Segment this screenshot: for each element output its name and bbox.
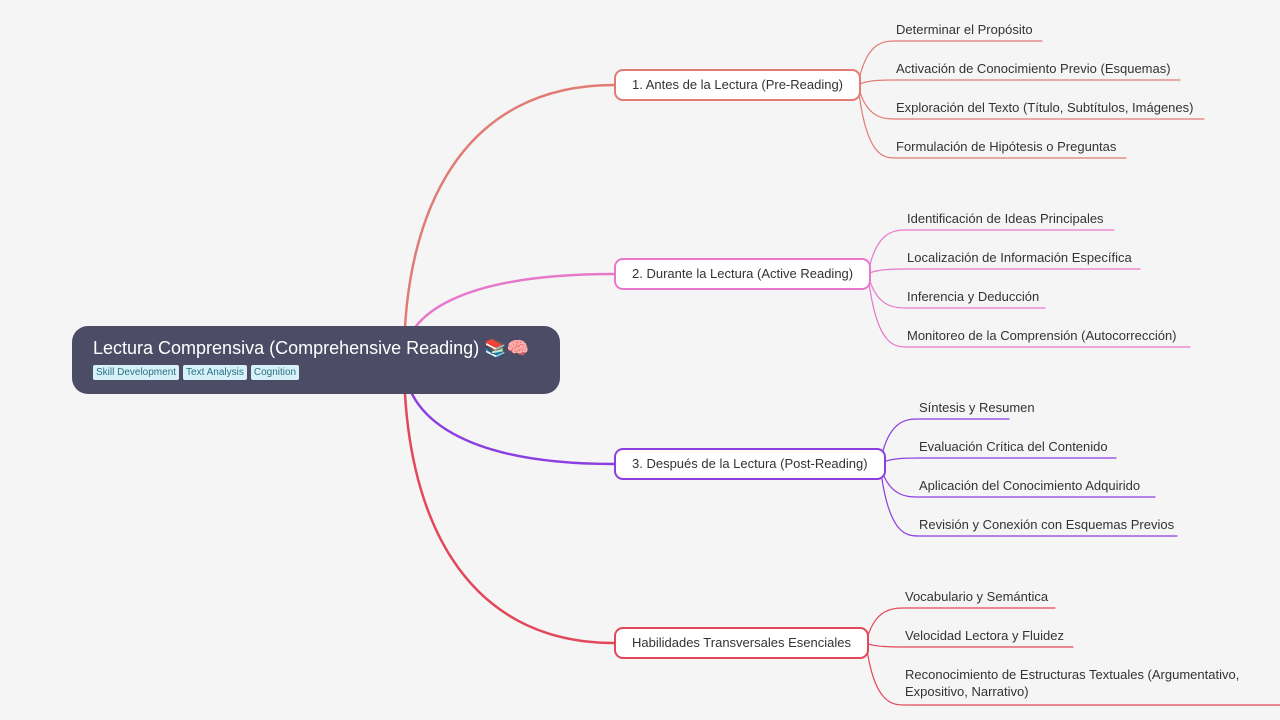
- books-icon: 📚: [484, 338, 507, 358]
- branch-durante-la-lectura[interactable]: 2. Durante la Lectura (Active Reading): [614, 258, 872, 290]
- connector-branch-4-leaf-1: [865, 607, 1056, 644]
- leaf-exploracion-texto[interactable]: Exploración del Texto (Título, Subtítulo…: [896, 100, 1194, 115]
- connector-branch-2-leaf-2: [867, 268, 1141, 275]
- root-title: Lectura Comprensiva (Comprehensive Readi…: [93, 336, 539, 360]
- connector-branch-2-leaf-1: [867, 229, 1115, 275]
- connector-branch-1-leaf-4: [857, 84, 1127, 159]
- connector-root-to-branch-4: [402, 358, 616, 645]
- root-title-text: Lectura Comprensiva (Comprehensive Readi…: [93, 338, 480, 358]
- leaf-vocabulario-semantica[interactable]: Vocabulario y Semántica: [905, 589, 1049, 604]
- connector-branch-1-leaf-2: [857, 79, 1181, 86]
- connector-branch-2-leaf-3: [867, 273, 1046, 309]
- leaf-activacion-conocimiento[interactable]: Activación de Conocimiento Previo (Esque…: [896, 61, 1171, 76]
- leaf-formulacion-hipotesis[interactable]: Formulación de Hipótesis o Preguntas: [896, 139, 1117, 154]
- connector-root-to-branch-1: [402, 83, 616, 362]
- leaf-determinar-proposito[interactable]: Determinar el Propósito: [896, 22, 1033, 37]
- leaf-revision-conexion[interactable]: Revisión y Conexión con Esquemas Previos: [919, 517, 1175, 532]
- leaf-inferencia-deduccion[interactable]: Inferencia y Deducción: [907, 289, 1040, 304]
- leaf-aplicacion-conocimiento[interactable]: Aplicación del Conocimiento Adquirido: [919, 478, 1141, 493]
- branch-antes-de-la-lectura[interactable]: 1. Antes de la Lectura (Pre-Reading): [614, 69, 862, 101]
- root-tags: Skill Development Text Analysis Cognitio…: [93, 365, 539, 380]
- brain-icon: 🧠: [506, 338, 530, 358]
- connector-branch-3-leaf-4: [879, 463, 1178, 537]
- branch-habilidades-transversales[interactable]: Habilidades Transversales Esenciales: [614, 627, 869, 659]
- leaf-identificacion-ideas[interactable]: Identificación de Ideas Principales: [907, 211, 1104, 226]
- connector-branch-3-leaf-2: [879, 457, 1117, 465]
- root-topic[interactable]: Lectura Comprensiva (Comprehensive Readi…: [72, 326, 560, 394]
- leaf-reconocimiento-estructuras[interactable]: Reconocimiento de Estructuras Textuales …: [905, 667, 1240, 699]
- leaf-monitoreo-comprension[interactable]: Monitoreo de la Comprensión (Autocorrecc…: [907, 328, 1177, 343]
- connector-branch-1-leaf-3: [857, 84, 1205, 120]
- leaf-velocidad-lectora[interactable]: Velocidad Lectora y Fluidez: [905, 628, 1064, 643]
- tag-text-analysis[interactable]: Text Analysis: [183, 365, 247, 380]
- connector-branch-2-leaf-4: [867, 273, 1191, 348]
- leaf-evaluacion-critica[interactable]: Evaluación Crítica del Contenido: [919, 439, 1108, 454]
- leaf-localizacion-informacion[interactable]: Localización de Información Específica: [907, 250, 1132, 265]
- tag-skill-development[interactable]: Skill Development: [93, 365, 180, 380]
- connector-branch-4-leaf-3: [865, 642, 1280, 706]
- branch-despues-de-la-lectura[interactable]: 3. Después de la Lectura (Post-Reading): [614, 448, 886, 480]
- connector-branch-1-leaf-1: [857, 40, 1043, 86]
- leaf-sintesis-resumen[interactable]: Síntesis y Resumen: [919, 400, 1035, 415]
- tag-cognition[interactable]: Cognition: [250, 365, 300, 380]
